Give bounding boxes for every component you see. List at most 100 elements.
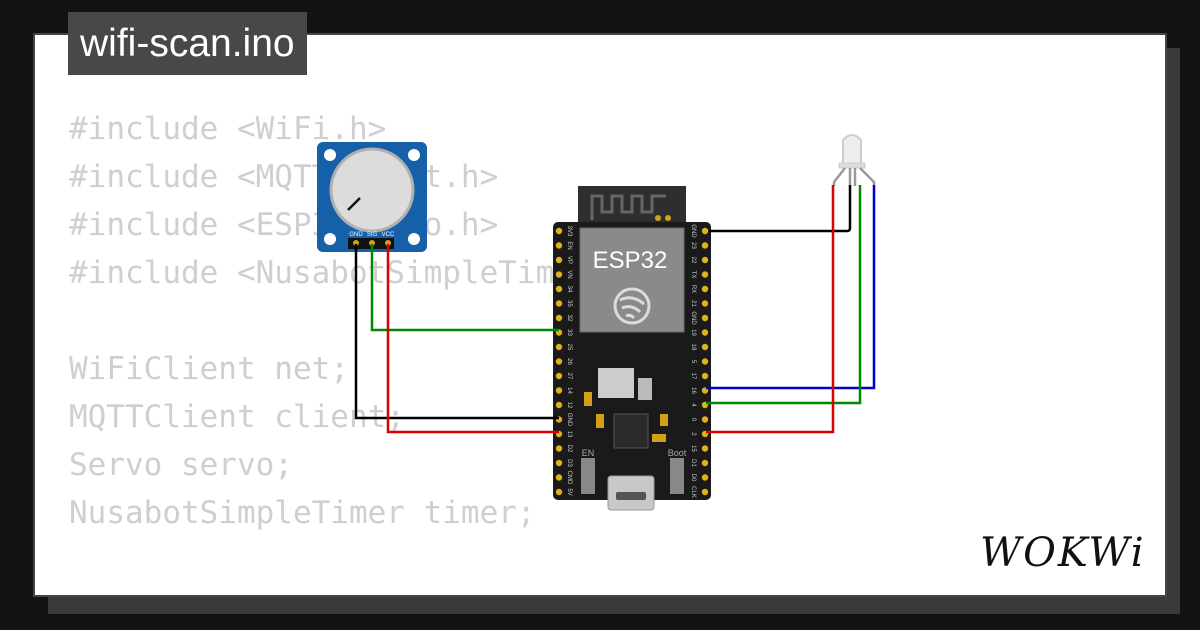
left-pin-label: 27 [566, 373, 572, 380]
led-bulb [842, 134, 862, 166]
right-pin-label: RX [690, 285, 696, 293]
left-pin-label: D3 [566, 459, 572, 467]
left-pin-label: 35 [566, 300, 572, 307]
wires [354, 185, 876, 434]
left-pin-label: GND [566, 413, 572, 427]
right-pin-19[interactable] [701, 329, 709, 336]
right-pin-18[interactable] [701, 343, 709, 351]
wire-led-gnd[interactable] [709, 185, 852, 233]
right-pin-label: 17 [690, 373, 696, 380]
esp32-label: ESP32 [593, 247, 668, 274]
code-line: NusabotSimpleTimer timer; [69, 495, 536, 531]
right-pin-gnd[interactable] [701, 227, 709, 235]
usb-chip [613, 413, 649, 449]
en-button[interactable] [581, 458, 595, 494]
left-pin-label: 5V [566, 488, 572, 495]
right-pin-label: TX [690, 271, 696, 279]
wire-pot-sig[interactable] [370, 244, 559, 332]
potentiometer-knob[interactable] [329, 147, 415, 233]
code-line: const char ssid[] = "Wokwi-GUEST"; [69, 585, 704, 595]
left-pin-5v[interactable] [555, 488, 563, 496]
right-pin-label: 2 [690, 432, 696, 436]
left-pin-12[interactable] [555, 401, 563, 409]
wire-pot-vcc[interactable] [386, 244, 559, 434]
right-pin-rx[interactable] [701, 285, 709, 293]
left-pin-label: VN [566, 270, 572, 278]
right-pin-label: 5 [690, 360, 696, 364]
wire-led-green[interactable] [706, 185, 862, 405]
right-pin-label: CLK [690, 486, 696, 498]
left-pin-label: 32 [566, 315, 572, 322]
right-pin-21[interactable] [701, 300, 709, 307]
left-pin-cmd[interactable] [555, 474, 563, 481]
en-button-label: EN [582, 448, 595, 458]
right-pin-label: 19 [690, 329, 696, 336]
left-pin-label: 3V3 [566, 226, 572, 237]
right-pin-label: 23 [690, 242, 696, 249]
right-pin-label: 15 [690, 445, 696, 452]
right-pin-0[interactable] [701, 416, 709, 423]
wire-led-red[interactable] [706, 185, 835, 434]
left-pin-en[interactable] [555, 242, 563, 249]
pot-pin-vcc-label: VCC [382, 232, 395, 238]
code-line: #include <WiFi.h> [69, 111, 387, 147]
left-pin-header: 3V3ENVPVN343532332526271412GND13D2D3CMD5… [555, 226, 572, 496]
wire-pot-gnd[interactable] [354, 244, 559, 420]
left-pin-25[interactable] [555, 343, 563, 351]
left-pin-label: D2 [566, 445, 572, 453]
boot-button-label: Boot [668, 448, 687, 458]
left-pin-14[interactable] [555, 387, 563, 394]
right-pin-17[interactable] [701, 372, 709, 380]
esp32-board[interactable]: ESP32 3V3ENVPVN343532332526271412GND13D2… [553, 186, 711, 511]
left-pin-27[interactable] [555, 372, 563, 380]
right-pin-23[interactable] [701, 242, 709, 249]
code-line: Servo servo; [69, 447, 293, 483]
right-pin-label: 21 [690, 300, 696, 307]
left-pin-label: 25 [566, 344, 572, 351]
right-pin-15[interactable] [701, 445, 709, 452]
right-pin-d1[interactable] [701, 459, 709, 467]
left-pin-34[interactable] [555, 285, 563, 293]
right-pin-label: 4 [690, 403, 696, 407]
left-pin-vp[interactable] [555, 256, 563, 264]
right-pin-5[interactable] [701, 358, 709, 365]
left-pin-32[interactable] [555, 314, 563, 322]
left-pin-label: 13 [566, 431, 572, 438]
left-pin-vn[interactable] [555, 271, 563, 278]
right-pin-label: 0 [690, 418, 696, 422]
left-pin-label: 14 [566, 387, 572, 394]
pot-pin-gnd-label: GND [349, 232, 363, 238]
left-pin-d2[interactable] [555, 445, 563, 452]
left-pin-label: 34 [566, 286, 572, 293]
left-pin-label: 26 [566, 358, 572, 365]
right-pin-d0[interactable] [701, 474, 709, 481]
potentiometer[interactable]: GND SIG VCC [317, 142, 427, 252]
led-legs [832, 167, 876, 186]
voltage-regulator [598, 368, 634, 398]
right-pin-22[interactable] [701, 256, 709, 264]
right-pin-label: 18 [690, 344, 696, 351]
left-pin-35[interactable] [555, 300, 563, 307]
wokwi-logo: WOKWi [980, 530, 1144, 576]
wire-led-blue[interactable] [706, 185, 876, 390]
left-pin-3v3[interactable] [555, 227, 563, 235]
left-pin-label: EN [566, 241, 572, 249]
right-pin-label: GND [690, 311, 696, 325]
knob-indicator [347, 197, 361, 211]
smd-component [638, 378, 652, 400]
left-pin-label: 33 [566, 329, 572, 336]
left-pin-26[interactable] [555, 358, 563, 365]
boot-button[interactable] [670, 458, 684, 494]
rgb-led[interactable] [832, 134, 876, 186]
page-title: wifi-scan.ino [68, 12, 307, 75]
right-pin-gnd[interactable] [701, 314, 709, 322]
left-pin-d3[interactable] [555, 459, 563, 467]
right-pin-tx[interactable] [701, 271, 709, 278]
espressif-logo-icon [613, 287, 651, 325]
right-pin-label: D1 [690, 459, 696, 467]
code-line: MQTTClient client; [69, 399, 405, 435]
right-pin-label: GND [690, 224, 696, 238]
right-pin-clk[interactable] [701, 488, 709, 496]
